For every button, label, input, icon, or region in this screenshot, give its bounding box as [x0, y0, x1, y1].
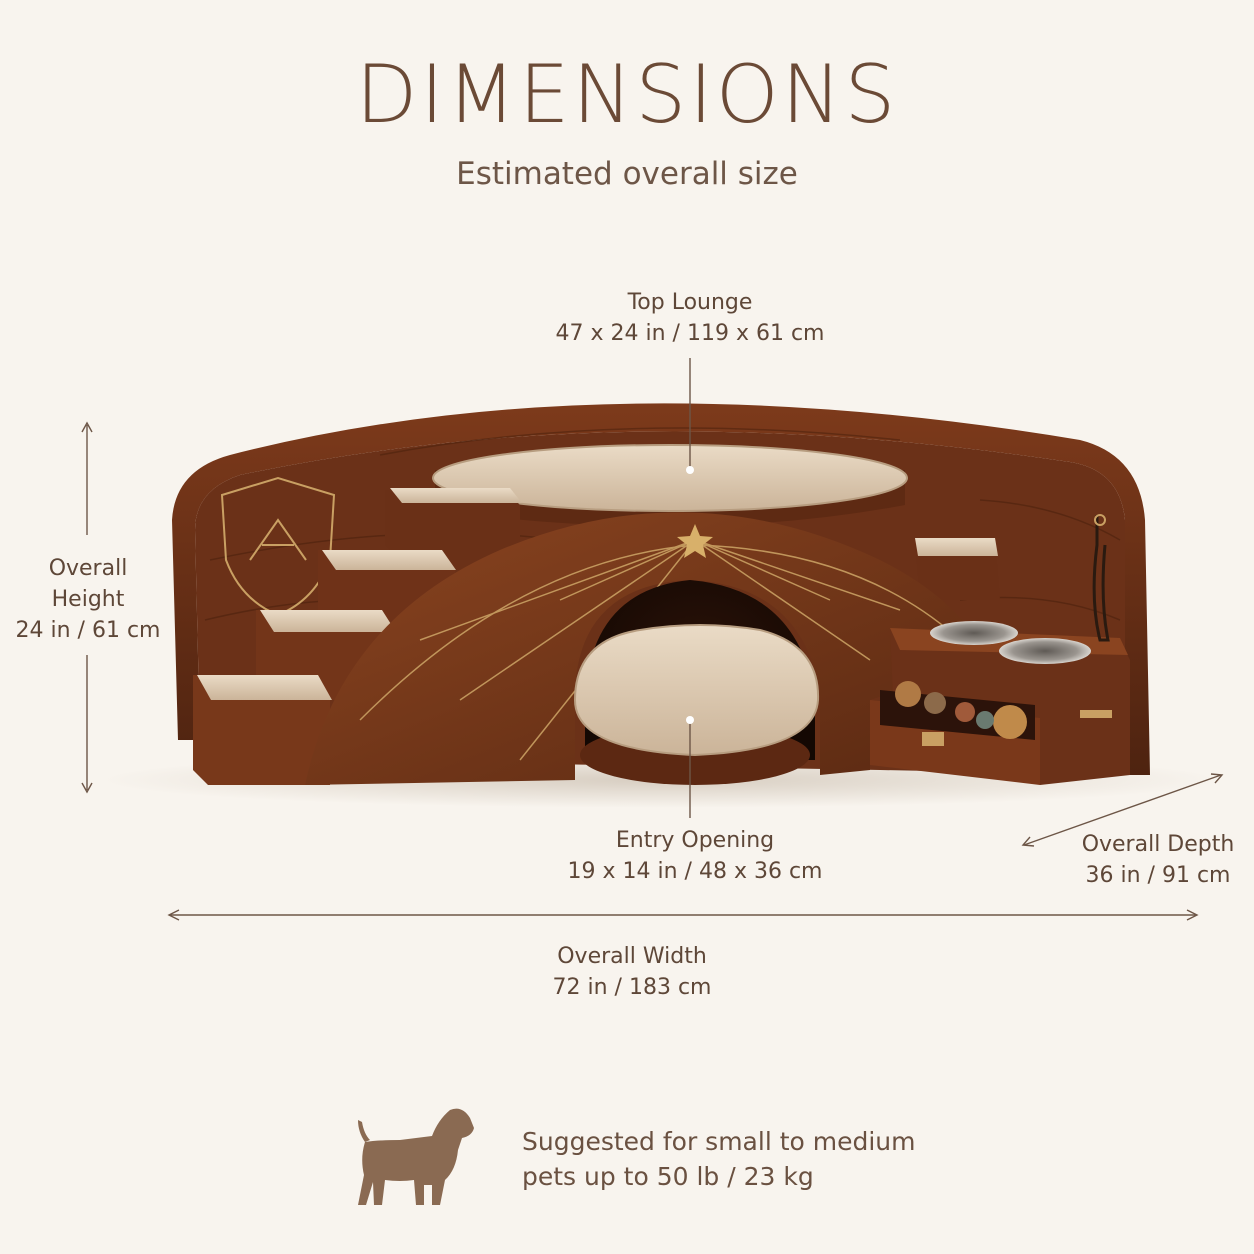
shield-letter	[249, 518, 307, 561]
entry-cushion	[573, 624, 820, 757]
overall-height-value: 24 in / 61 cm	[15, 618, 161, 643]
dimension-lines	[81, 358, 1224, 921]
entry-opening-label: Entry Opening 19 x 14 in / 48 x 36 cm	[545, 825, 845, 887]
back-wall	[172, 403, 1150, 775]
overall-height-label: Overall Height 24 in / 61 cm	[10, 553, 166, 646]
entry-opening-value: 19 x 14 in / 48 x 36 cm	[567, 859, 823, 884]
overall-depth-value: 36 in / 91 cm	[1085, 863, 1231, 888]
overall-height-title-2: Height	[51, 587, 125, 612]
star-emblem	[677, 524, 713, 558]
overall-width-value: 72 in / 183 cm	[552, 975, 712, 1000]
page-title: DIMENSIONS	[355, 48, 899, 141]
overall-height-title-1: Overall	[48, 556, 128, 581]
top-lounge-label: Top Lounge 47 x 24 in / 119 x 61 cm	[540, 287, 840, 349]
top-lounge-value: 47 x 24 in / 119 x 61 cm	[555, 321, 825, 346]
page-subtitle: Estimated overall size	[456, 156, 798, 192]
feeding-station	[870, 621, 1130, 785]
overall-width-title: Overall Width	[557, 944, 707, 969]
overall-depth-label: Overall Depth 36 in / 91 cm	[1074, 829, 1242, 891]
top-lounge-cushion	[432, 444, 908, 512]
front-arch	[305, 512, 990, 785]
pet-size-line-1: Suggested for small to medium	[522, 1127, 916, 1156]
overall-depth-title: Overall Depth	[1081, 832, 1235, 857]
pet-size-line-2: pets up to 50 lb / 23 kg	[522, 1162, 814, 1191]
pet-size-note: Suggested for small to medium pets up to…	[522, 1124, 916, 1194]
overall-width-label: Overall Width 72 in / 183 cm	[482, 941, 782, 1003]
leash-hook	[1092, 515, 1110, 642]
dog-icon	[358, 1108, 474, 1205]
top-lounge-title: Top Lounge	[627, 290, 753, 315]
hook-ring	[1094, 514, 1106, 526]
entry-opening-title: Entry Opening	[615, 828, 775, 853]
right-step-cushion	[915, 538, 998, 556]
